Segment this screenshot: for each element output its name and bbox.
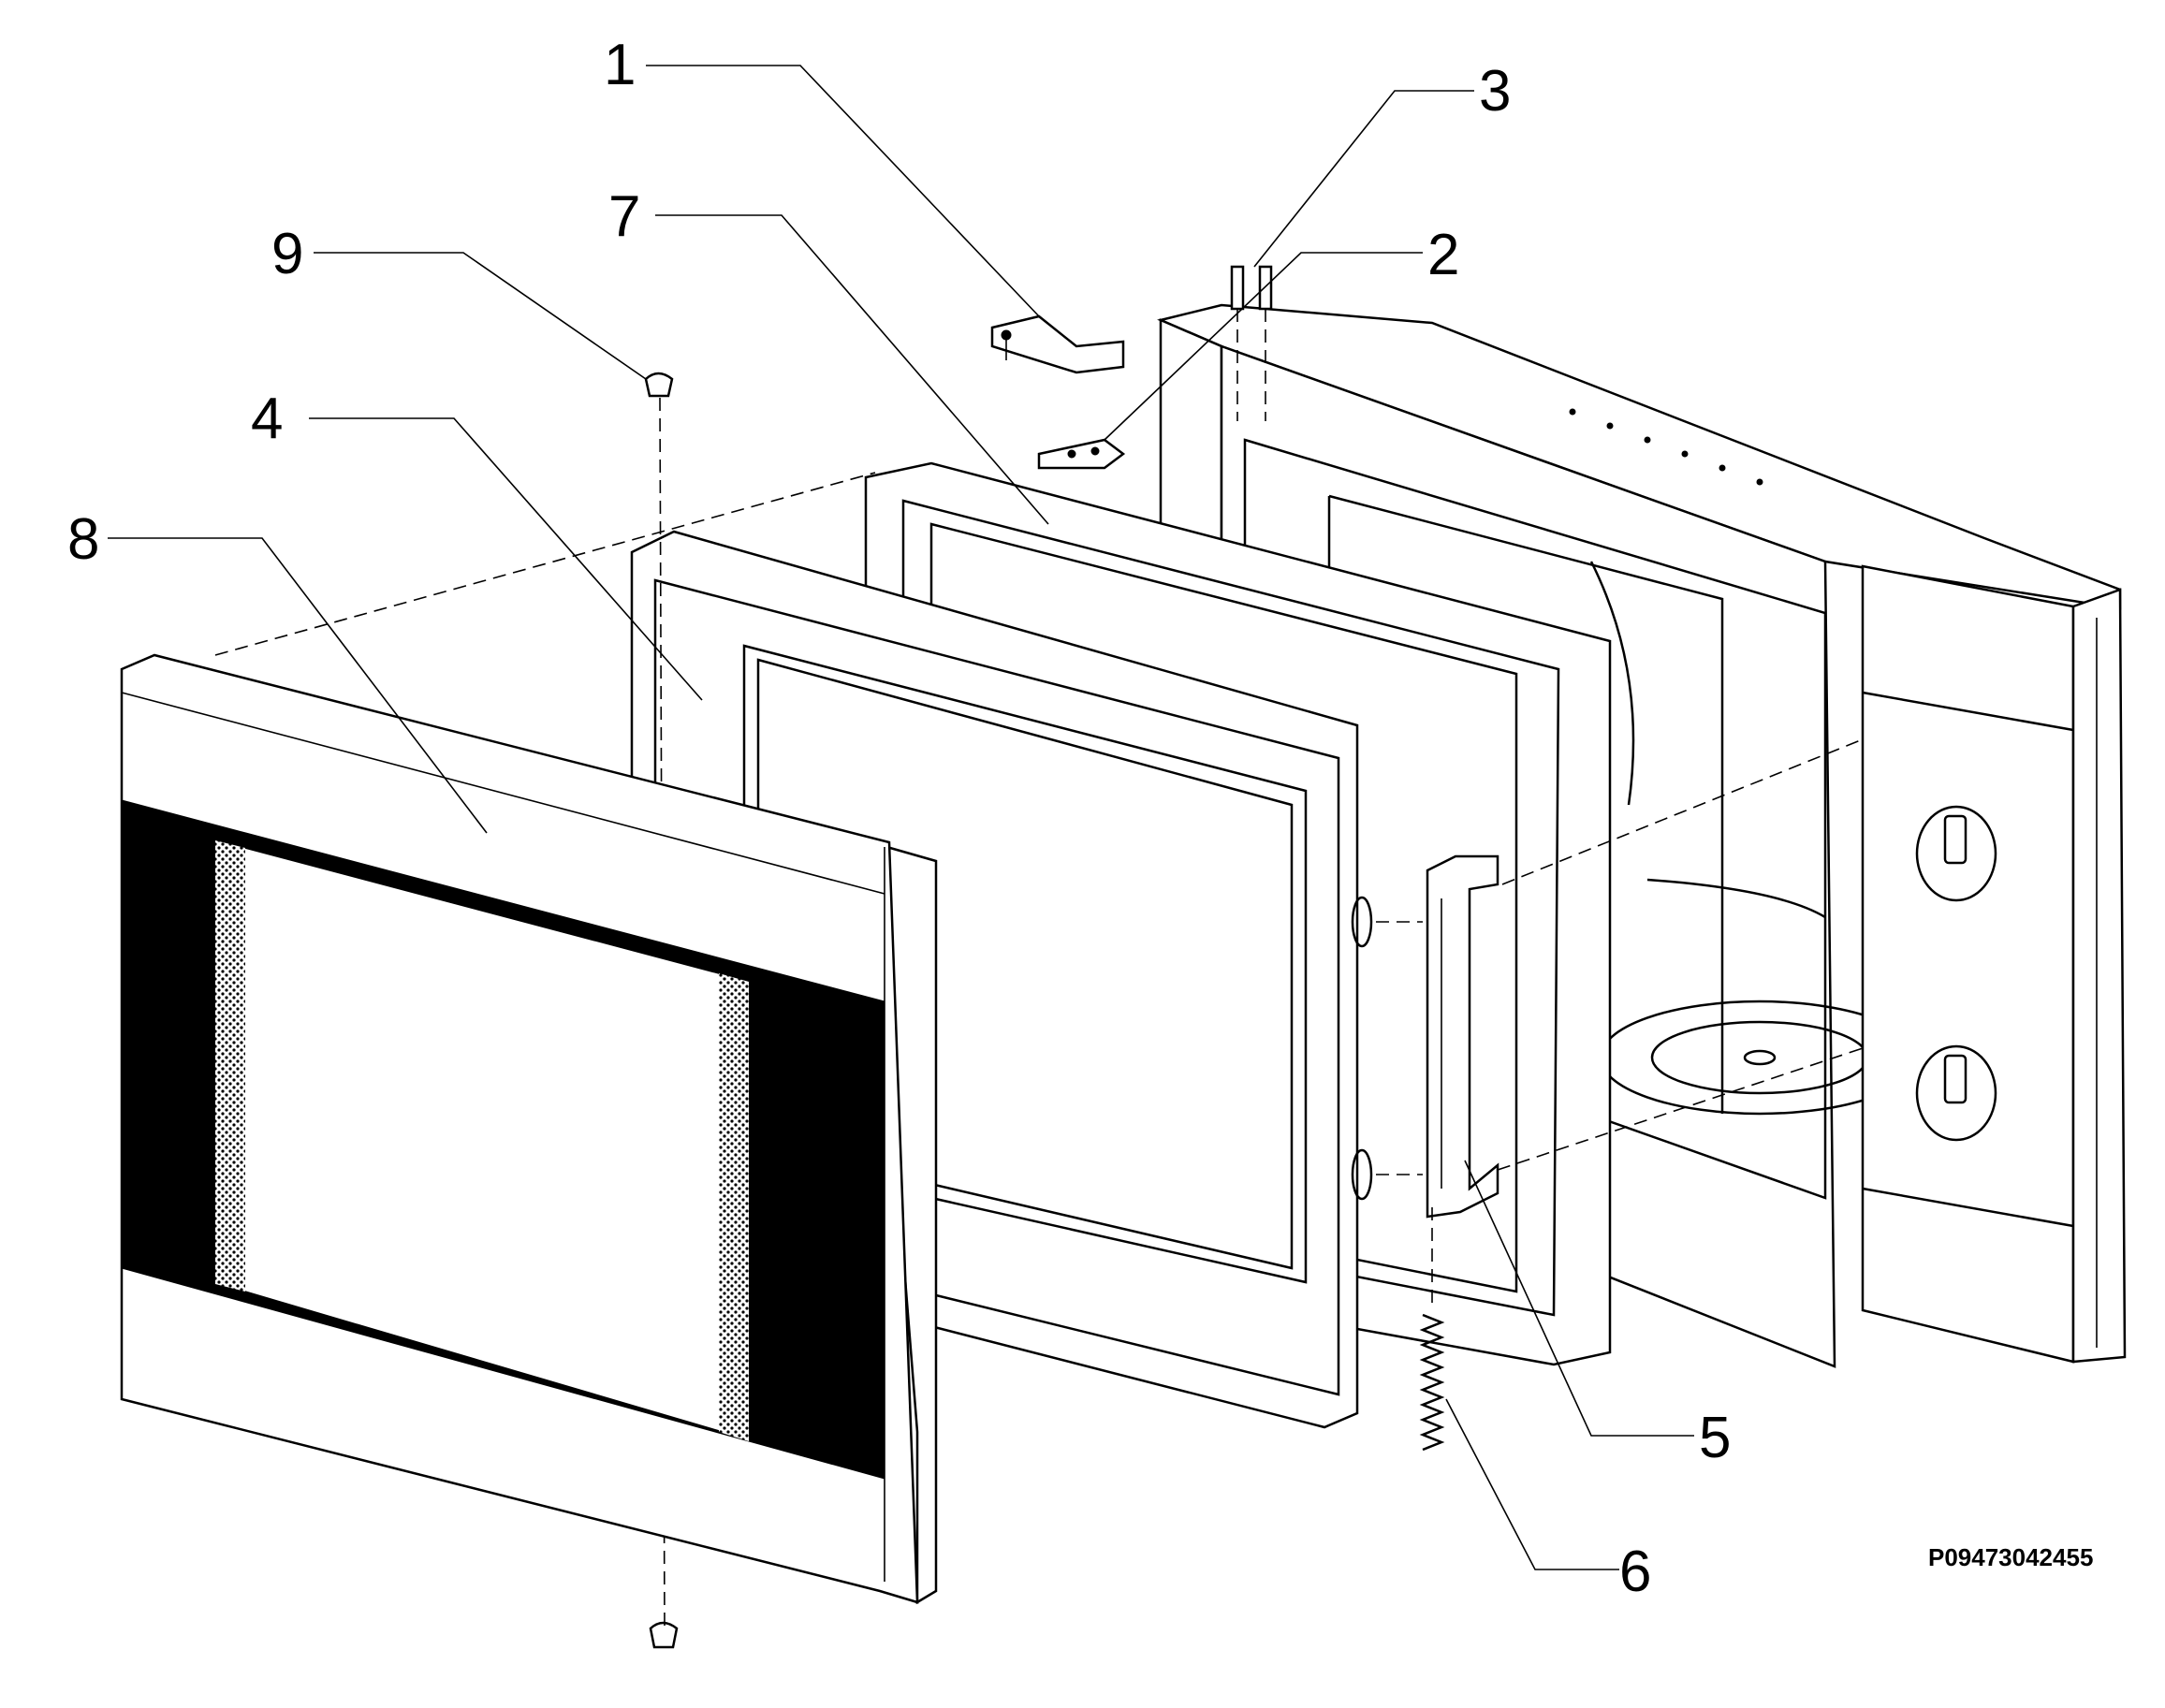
callout-6: 6	[1619, 1540, 1651, 1604]
leader-lines	[108, 65, 1694, 1570]
outer-door-panel	[120, 653, 938, 1605]
callout-1: 1	[604, 33, 636, 97]
door-pin-top	[644, 372, 674, 398]
part-code: P09473042455	[1928, 1543, 2093, 1571]
callout-9: 9	[271, 222, 303, 286]
latch-hook	[1426, 854, 1499, 1219]
power-knob-icon	[1915, 1044, 1997, 1142]
upper-hinge	[990, 314, 1125, 374]
callout-5: 5	[1699, 1406, 1731, 1470]
timer-knob-icon	[1915, 805, 1997, 902]
screws	[1230, 265, 1273, 421]
callout-2: 2	[1427, 223, 1459, 287]
callout-7: 7	[608, 184, 640, 249]
door-pin-bottom	[649, 1621, 679, 1649]
hinge-plate	[1037, 438, 1126, 470]
callout-4: 4	[251, 387, 283, 451]
callout-8: 8	[67, 507, 99, 572]
callout-3: 3	[1479, 59, 1511, 124]
door-spring	[1419, 1207, 1445, 1452]
inner-door-frame	[630, 530, 1423, 1429]
